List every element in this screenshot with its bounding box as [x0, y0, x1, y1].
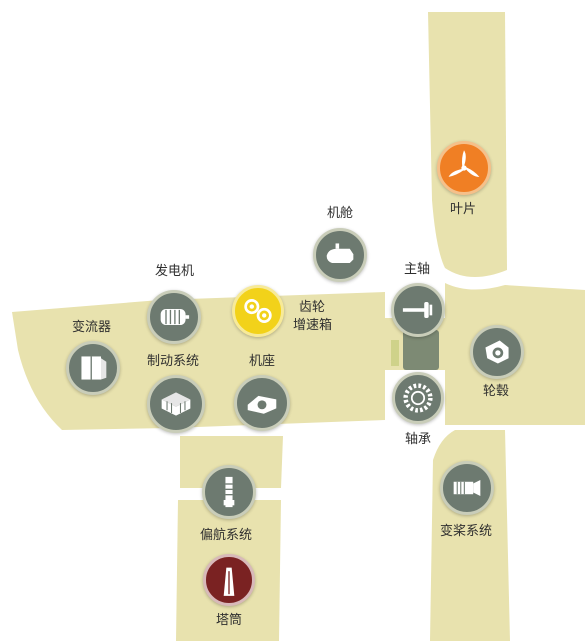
nacelle-node[interactable]	[313, 228, 367, 282]
pitch-label: 变桨系统	[440, 524, 493, 539]
brake-node[interactable]	[147, 375, 205, 433]
tower-label: 塔筒	[216, 613, 243, 628]
bearing-label: 轴承	[405, 432, 432, 447]
tower-icon	[223, 567, 235, 596]
brake-label: 制动系统	[147, 354, 200, 369]
bearing-node[interactable]	[392, 372, 444, 424]
pitch-system-icon	[453, 480, 481, 496]
gearbox-label-line1: 齿轮	[299, 300, 326, 315]
bedplate-label: 机座	[249, 354, 276, 369]
pitch-node[interactable]	[440, 461, 494, 515]
main-shaft-label: 主轴	[404, 262, 431, 277]
shaft-icon	[402, 302, 433, 318]
main-shaft-node[interactable]	[391, 283, 445, 337]
bearing-icon	[403, 383, 433, 413]
nacelle-icon	[326, 243, 354, 263]
gearbox-label-line2: 增速箱	[293, 318, 333, 333]
blade-node[interactable]	[437, 141, 491, 195]
hub-node[interactable]	[470, 325, 524, 379]
generator-icon	[160, 309, 190, 325]
blade-label: 叶片	[450, 202, 477, 217]
yaw-node[interactable]	[202, 465, 256, 519]
brake-icon	[161, 392, 191, 416]
gears-icon	[244, 299, 272, 323]
converter-cabinet-icon	[81, 356, 107, 380]
generator-label: 发电机	[155, 264, 195, 279]
tower-node[interactable]	[203, 554, 255, 606]
turbine-blade-icon	[448, 150, 480, 177]
bedplate-node[interactable]	[234, 375, 290, 431]
converter-node[interactable]	[66, 341, 120, 395]
shaft-block	[403, 330, 439, 370]
region-nacelle-band	[12, 292, 385, 430]
generator-node[interactable]	[147, 290, 201, 344]
region-yaw	[180, 436, 283, 488]
yaw-label: 偏航系统	[200, 528, 253, 543]
hub-label: 轮毂	[483, 384, 510, 399]
shaft-plate	[391, 340, 399, 366]
converter-label: 变流器	[72, 320, 112, 335]
nacelle-label: 机舱	[327, 206, 354, 221]
gearbox-node[interactable]	[232, 285, 284, 337]
hub-icon	[485, 340, 509, 364]
bedplate-icon	[247, 395, 277, 414]
yaw-drive-icon	[223, 476, 235, 508]
